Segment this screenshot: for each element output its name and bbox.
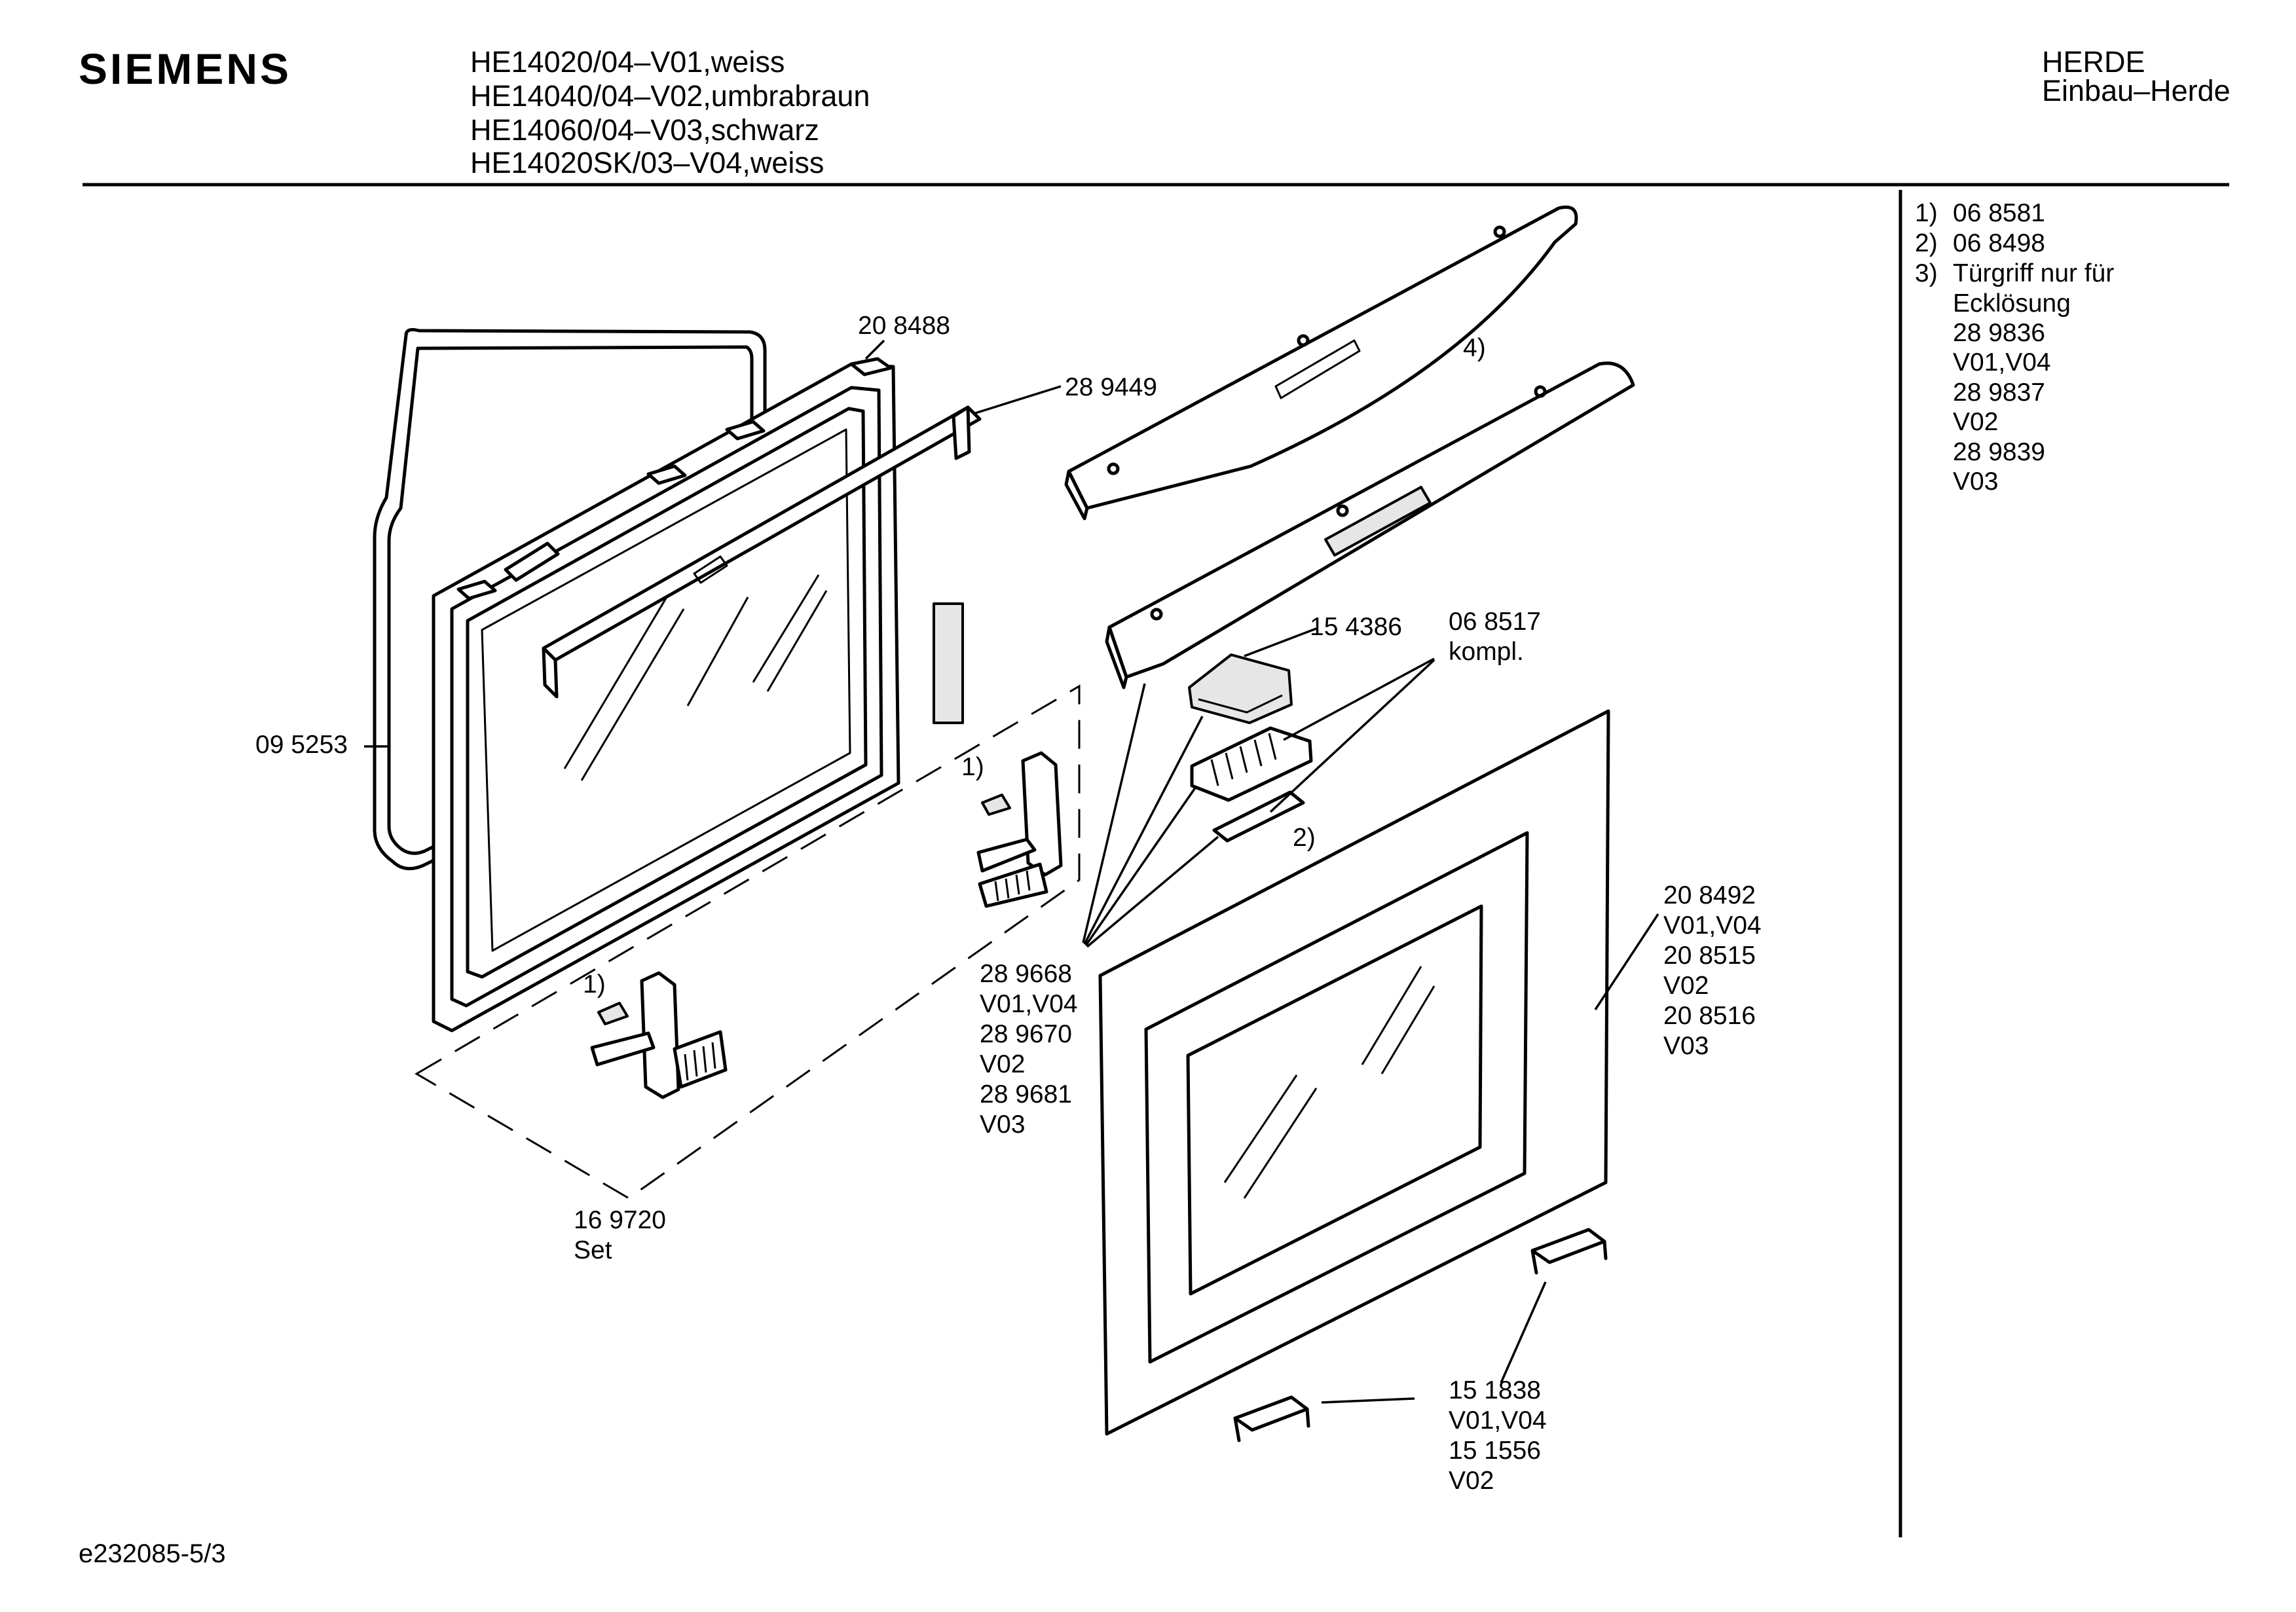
svg-text:V01,V04: V01,V04 xyxy=(1663,911,1762,940)
strip-part xyxy=(933,602,964,724)
cover-cap xyxy=(1188,653,1293,724)
note-text: 28 9836 xyxy=(1953,319,2045,347)
svg-text:V02: V02 xyxy=(1449,1467,1494,1495)
svg-text:V01,V04: V01,V04 xyxy=(1449,1406,1547,1435)
leader-clip-right xyxy=(1500,1281,1547,1383)
svg-text:20 8516: 20 8516 xyxy=(1663,1002,1756,1030)
handle-support-bar xyxy=(1105,361,1635,689)
label-clips: 15 1838 V01,V04 15 1556 V02 xyxy=(1449,1376,1547,1495)
label-hinge-set: 16 9720 Set xyxy=(574,1206,666,1264)
model-line-3: HE14060/04–V03,schwarz xyxy=(470,113,819,147)
leader-handle-parts xyxy=(1082,683,1219,948)
category-title: HERDE xyxy=(2042,45,2145,79)
svg-text:28 9668: 28 9668 xyxy=(980,960,1072,988)
leader-frame xyxy=(864,339,885,360)
svg-text:V02: V02 xyxy=(980,1050,1025,1078)
label-seal-ref: 2) xyxy=(1293,824,1316,852)
label-frame: 20 8488 xyxy=(858,312,950,340)
leader-outer-glass xyxy=(1594,913,1659,1010)
outer-door-glass xyxy=(1098,709,1610,1436)
svg-text:15 1838: 15 1838 xyxy=(1449,1376,1541,1404)
label-hinge-ref-top: 1) xyxy=(961,753,984,781)
label-cover: 15 4386 xyxy=(1310,613,1402,641)
subcategory-title: Einbau–Herde xyxy=(2042,74,2231,107)
svg-text:V02: V02 xyxy=(1663,972,1709,1000)
clip-left xyxy=(1233,1395,1310,1442)
note-text: 28 9837 xyxy=(1953,378,2045,407)
note-marker: 3) xyxy=(1915,259,1938,287)
label-rail: 28 9449 xyxy=(1065,373,1157,401)
label-hinge-kit-note: kompl. xyxy=(1449,638,1524,666)
svg-text:15 1556: 15 1556 xyxy=(1449,1437,1541,1465)
leader-rail xyxy=(972,385,1062,415)
label-handle-parts: 28 9668 V01,V04 28 9670 V02 28 9681 V03 xyxy=(980,960,1078,1139)
note-text: V03 xyxy=(1953,467,1998,496)
svg-text:V01,V04: V01,V04 xyxy=(980,990,1078,1018)
svg-text:20 8515: 20 8515 xyxy=(1663,942,1756,970)
label-outer-glass: 20 8492 V01,V04 20 8515 V02 20 8516 V03 xyxy=(1663,881,1762,1060)
svg-text:V03: V03 xyxy=(1663,1032,1709,1060)
hinge-set-boundary xyxy=(415,684,1081,1200)
latch-part xyxy=(1190,726,1313,802)
label-gasket: 09 5253 xyxy=(255,731,348,759)
note-text: 06 8498 xyxy=(1953,229,2045,257)
note-text: V02 xyxy=(1953,408,1998,436)
drawing-id: e232085-5/3 xyxy=(79,1539,226,1568)
note-text: Türgriff nur für xyxy=(1953,259,2114,287)
svg-text:20 8492: 20 8492 xyxy=(1663,881,1756,909)
label-hinge-ref-bottom: 1) xyxy=(583,970,606,998)
hinge-lower xyxy=(590,971,728,1099)
svg-text:28 9681: 28 9681 xyxy=(980,1080,1072,1108)
svg-text:V03: V03 xyxy=(980,1110,1025,1139)
clip-right xyxy=(1530,1228,1608,1275)
model-line-4: HE14020SK/03–V04,weiss xyxy=(470,146,824,179)
door-handle xyxy=(1064,206,1578,521)
hinge-upper xyxy=(976,751,1063,908)
svg-text:Set: Set xyxy=(574,1236,612,1264)
rail-bar xyxy=(542,405,982,699)
note-text: 28 9839 xyxy=(1953,438,2045,466)
note-marker: 1) xyxy=(1915,199,1938,227)
notes-list: 1) 06 8581 2) 06 8498 3) Türgriff nur fü… xyxy=(1915,199,2114,496)
label-handle-ref: 4) xyxy=(1463,334,1486,362)
note-text: Ecklösung xyxy=(1953,289,2071,318)
inner-door-frame xyxy=(432,357,900,1033)
svg-text:28 9670: 28 9670 xyxy=(980,1020,1072,1048)
label-hinge-kit-number: 06 8517 xyxy=(1449,608,1541,636)
model-line-1: HE14020/04–V01,weiss xyxy=(470,45,785,79)
note-text: V01,V04 xyxy=(1953,348,2051,376)
leader-clip-left xyxy=(1321,1397,1415,1404)
note-marker: 2) xyxy=(1915,229,1938,257)
model-line-2: HE14040/04–V02,umbrabraun xyxy=(470,79,870,113)
note-text: 06 8581 xyxy=(1953,199,2045,227)
seal-ring xyxy=(1212,790,1305,843)
svg-text:16 9720: 16 9720 xyxy=(574,1206,666,1234)
leader-hinge-kit xyxy=(1269,657,1435,813)
brand-logo: SIEMENS xyxy=(79,45,291,93)
door-gasket xyxy=(373,328,767,870)
leader-cover xyxy=(1244,627,1317,657)
